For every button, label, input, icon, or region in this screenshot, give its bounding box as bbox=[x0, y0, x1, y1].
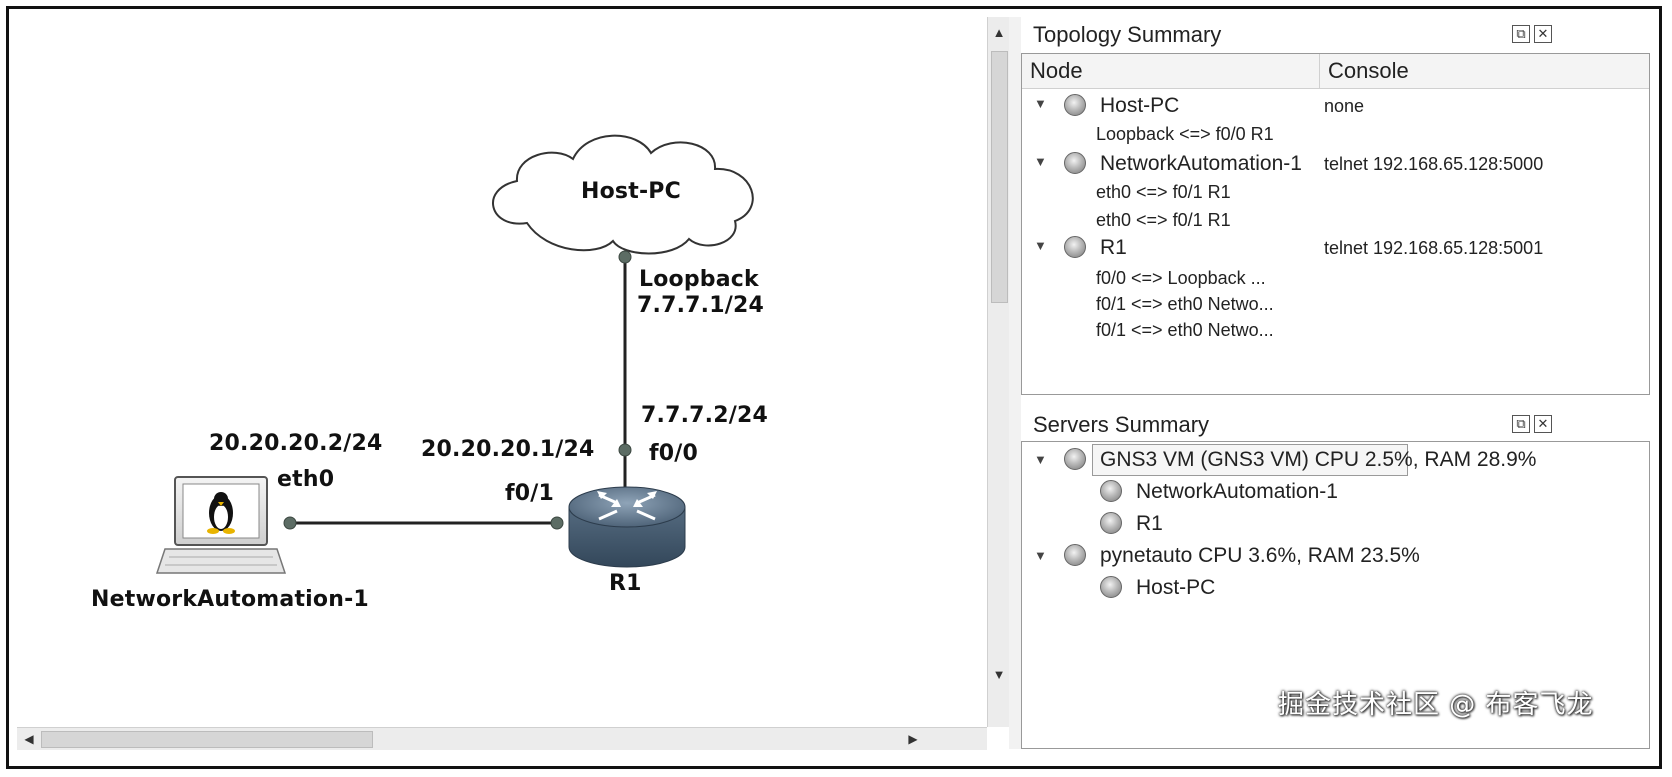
na-eth0-label: eth0 bbox=[277, 467, 335, 492]
server-pynetauto[interactable]: pynetauto CPU 3.6%, RAM 23.5% bbox=[1100, 544, 1420, 567]
r1-f01-label: f0/1 bbox=[505, 481, 555, 506]
host-pc-label[interactable]: Host-PC bbox=[581, 179, 681, 204]
close-icon[interactable]: ✕ bbox=[1534, 415, 1552, 433]
console-networkautomation-1: telnet 192.168.65.128:5000 bbox=[1324, 154, 1544, 174]
workstation-icon[interactable] bbox=[155, 476, 287, 574]
horizontal-scroll-thumb[interactable] bbox=[41, 731, 373, 748]
status-dot-icon bbox=[1064, 94, 1086, 116]
restore-window-icon[interactable]: ⧉ bbox=[1512, 415, 1530, 433]
link-item[interactable]: f0/1 <=> eth0 Netwo... bbox=[1096, 320, 1274, 340]
status-dot-icon bbox=[1064, 448, 1086, 470]
scroll-down-icon[interactable]: ▼ bbox=[992, 667, 1006, 682]
status-dot-icon bbox=[1064, 544, 1086, 566]
server-node-networkautomation-1[interactable]: NetworkAutomation-1 bbox=[1136, 480, 1338, 503]
r1-f01-ip-label: 20.20.20.1/24 bbox=[421, 437, 595, 462]
node-r1[interactable]: R1 bbox=[1100, 236, 1127, 259]
loopback-name-label: Loopback bbox=[639, 267, 759, 292]
servers-tree[interactable]: ▼ GNS3 VM (GNS3 VM) CPU 2.5%, RAM 28.9% … bbox=[1021, 441, 1650, 749]
loopback-ip-label: 7.7.7.1/24 bbox=[637, 293, 764, 318]
r1-f00-label: f0/0 bbox=[649, 441, 699, 466]
port-r1-f01-dot[interactable] bbox=[550, 516, 564, 530]
topology-summary-title: Topology Summary bbox=[1021, 17, 1652, 53]
column-node[interactable]: Node bbox=[1022, 54, 1320, 88]
panel-splitter[interactable] bbox=[1009, 17, 1021, 749]
host-pc-cloud-icon[interactable] bbox=[492, 134, 754, 255]
r1-label[interactable]: R1 bbox=[609, 571, 642, 596]
port-loopback-dot[interactable] bbox=[618, 250, 632, 264]
link-item[interactable]: f0/1 <=> eth0 Netwo... bbox=[1096, 294, 1274, 314]
triangle-down-icon[interactable]: ▼ bbox=[1034, 154, 1047, 169]
triangle-down-icon[interactable]: ▼ bbox=[1034, 548, 1047, 563]
node-networkautomation-1[interactable]: NetworkAutomation-1 bbox=[1100, 152, 1302, 175]
topology-summary-panel: Topology Summary ⧉ ✕ Node Console ▼ Host… bbox=[1021, 17, 1652, 395]
node-host-pc[interactable]: Host-PC bbox=[1100, 94, 1180, 117]
scroll-up-icon[interactable]: ▲ bbox=[992, 25, 1006, 40]
status-dot-icon bbox=[1100, 576, 1122, 598]
topology-drawing bbox=[155, 134, 754, 574]
triangle-down-icon[interactable]: ▼ bbox=[1034, 96, 1047, 111]
topology-tree[interactable]: Node Console ▼ Host-PC none Loopback <=>… bbox=[1021, 53, 1650, 395]
column-console[interactable]: Console bbox=[1328, 58, 1409, 83]
scroll-left-icon[interactable]: ◀ bbox=[24, 732, 34, 746]
status-dot-icon bbox=[1100, 512, 1122, 534]
port-na-eth0-dot[interactable] bbox=[283, 516, 297, 530]
router-r1-icon[interactable] bbox=[568, 486, 686, 568]
vertical-scroll-thumb[interactable] bbox=[991, 51, 1008, 303]
scroll-right-icon[interactable]: ▶ bbox=[908, 732, 918, 746]
close-icon[interactable]: ✕ bbox=[1534, 25, 1552, 43]
selected-row-highlight bbox=[1092, 444, 1408, 476]
servers-summary-title: Servers Summary bbox=[1021, 407, 1652, 443]
canvas-horizontal-scrollbar[interactable]: ◀ ▶ bbox=[17, 727, 987, 750]
na-ip-label: 20.20.20.2/24 bbox=[209, 431, 383, 456]
status-dot-icon bbox=[1064, 152, 1086, 174]
port-r1-f00-dot[interactable] bbox=[618, 443, 632, 457]
workstation-label[interactable]: NetworkAutomation-1 bbox=[91, 587, 369, 612]
server-node-r1[interactable]: R1 bbox=[1136, 512, 1163, 535]
server-node-host-pc[interactable]: Host-PC bbox=[1136, 576, 1216, 599]
topology-canvas[interactable]: Host-PC Loopback 7.7.7.1/24 7.7.7.2/24 f… bbox=[17, 17, 987, 727]
console-r1: telnet 192.168.65.128:5001 bbox=[1324, 238, 1544, 258]
link-item[interactable]: eth0 <=> f0/1 R1 bbox=[1096, 182, 1231, 202]
canvas-vertical-scrollbar[interactable]: ▲ ▼ bbox=[987, 17, 1010, 727]
link-item[interactable]: f0/0 <=> Loopback ... bbox=[1096, 268, 1266, 288]
restore-window-icon[interactable]: ⧉ bbox=[1512, 25, 1530, 43]
watermark: 掘金技术社区 @ 布客飞龙 bbox=[1278, 690, 1594, 720]
triangle-down-icon[interactable]: ▼ bbox=[1034, 238, 1047, 253]
console-host-pc: none bbox=[1324, 96, 1365, 116]
link-item[interactable]: eth0 <=> f0/1 R1 bbox=[1096, 210, 1231, 230]
r1-f00-ip-label: 7.7.7.2/24 bbox=[641, 403, 768, 428]
server-gns3-vm[interactable]: GNS3 VM (GNS3 VM) CPU 2.5%, RAM 28.9% bbox=[1100, 448, 1537, 471]
status-dot-icon bbox=[1100, 480, 1122, 502]
topology-tree-header: Node Console bbox=[1022, 54, 1649, 89]
triangle-down-icon[interactable]: ▼ bbox=[1034, 452, 1047, 467]
servers-summary-panel: Servers Summary ⧉ ✕ ▼ GNS3 VM (GNS3 VM) … bbox=[1021, 407, 1652, 749]
link-item[interactable]: Loopback <=> f0/0 R1 bbox=[1096, 124, 1274, 144]
status-dot-icon bbox=[1064, 236, 1086, 258]
